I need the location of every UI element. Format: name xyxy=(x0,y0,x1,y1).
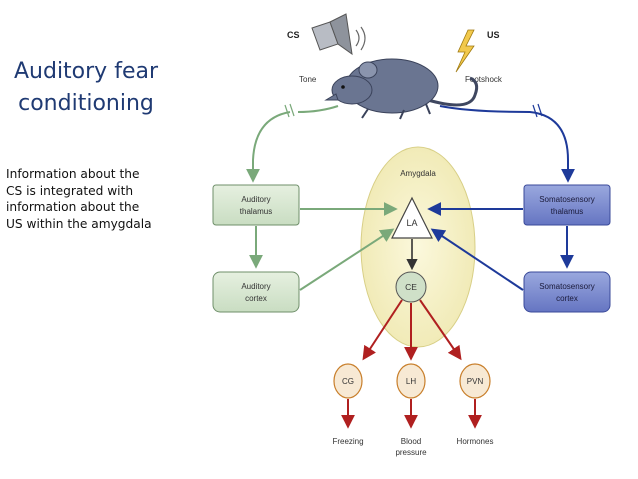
auditory-thalamus-line-1: Auditory xyxy=(241,195,270,204)
somatosensory-thalamus-line-2: thalamus xyxy=(551,207,583,216)
arrow-ce-to-cg xyxy=(362,299,403,361)
tone-label: Tone xyxy=(299,75,317,84)
cg-node xyxy=(333,363,363,399)
caption-line-4: US within the amygdala xyxy=(6,216,152,231)
arrow-footshock-to-somatosensory-thalamus xyxy=(439,105,575,183)
ce-label: CE xyxy=(405,282,417,292)
amygdala-region xyxy=(360,146,476,348)
arrow-auditory-cortex-to-la xyxy=(299,228,395,291)
auditory-cortex-line-1: Auditory xyxy=(241,282,270,291)
auditory-cortex-line-2: cortex xyxy=(245,294,267,303)
auditory-thalamus-box xyxy=(212,184,300,226)
la-node xyxy=(391,196,433,239)
somatosensory-thalamus-box xyxy=(523,184,611,226)
us-label: US xyxy=(487,30,500,40)
arrow-somatosensory-cortex-to-la xyxy=(430,228,524,291)
blood-pressure-line-1: Blood xyxy=(401,437,421,446)
lightning-icon xyxy=(455,29,475,73)
auditory-thalamus-line-2: thalamus xyxy=(240,207,272,216)
caption-line-3: information about the xyxy=(6,200,140,214)
caption-line-2: CS is integrated with xyxy=(6,183,134,198)
slide-caption: Information about the CS is integrated w… xyxy=(6,166,176,232)
arrow-ce-to-pvn xyxy=(419,299,462,361)
pvn-label: PVN xyxy=(467,377,484,386)
somatosensory-thalamus-line-1: Somatosensory xyxy=(539,195,595,204)
blood-pressure-line-2: pressure xyxy=(395,448,427,457)
footshock-label: Footshock xyxy=(465,75,503,84)
somatosensory-cortex-box xyxy=(523,271,611,313)
lh-node xyxy=(396,363,426,399)
title-line-2: conditioning xyxy=(18,91,154,116)
ce-node xyxy=(395,271,427,303)
slide-title: Auditory fear conditioning xyxy=(6,56,166,120)
cg-label: CG xyxy=(342,377,354,386)
lh-label: LH xyxy=(406,377,416,386)
rat-icon xyxy=(324,58,479,120)
somatosensory-cortex-line-1: Somatosensory xyxy=(539,282,595,291)
freezing-label: Freezing xyxy=(332,437,363,446)
arrow-tone-to-auditory-thalamus xyxy=(246,111,291,183)
amygdala-label: Amygdala xyxy=(400,169,436,178)
la-label: LA xyxy=(406,218,417,228)
title-line-1: Auditory fear xyxy=(13,59,159,84)
cs-label: CS xyxy=(287,30,300,40)
somatosensory-cortex-line-2: cortex xyxy=(556,294,578,303)
hormones-label: Hormones xyxy=(457,437,494,446)
pvn-node xyxy=(459,363,491,399)
speaker-icon xyxy=(311,13,366,56)
auditory-cortex-box xyxy=(212,271,300,313)
caption-line-1: Information about the xyxy=(6,167,140,181)
